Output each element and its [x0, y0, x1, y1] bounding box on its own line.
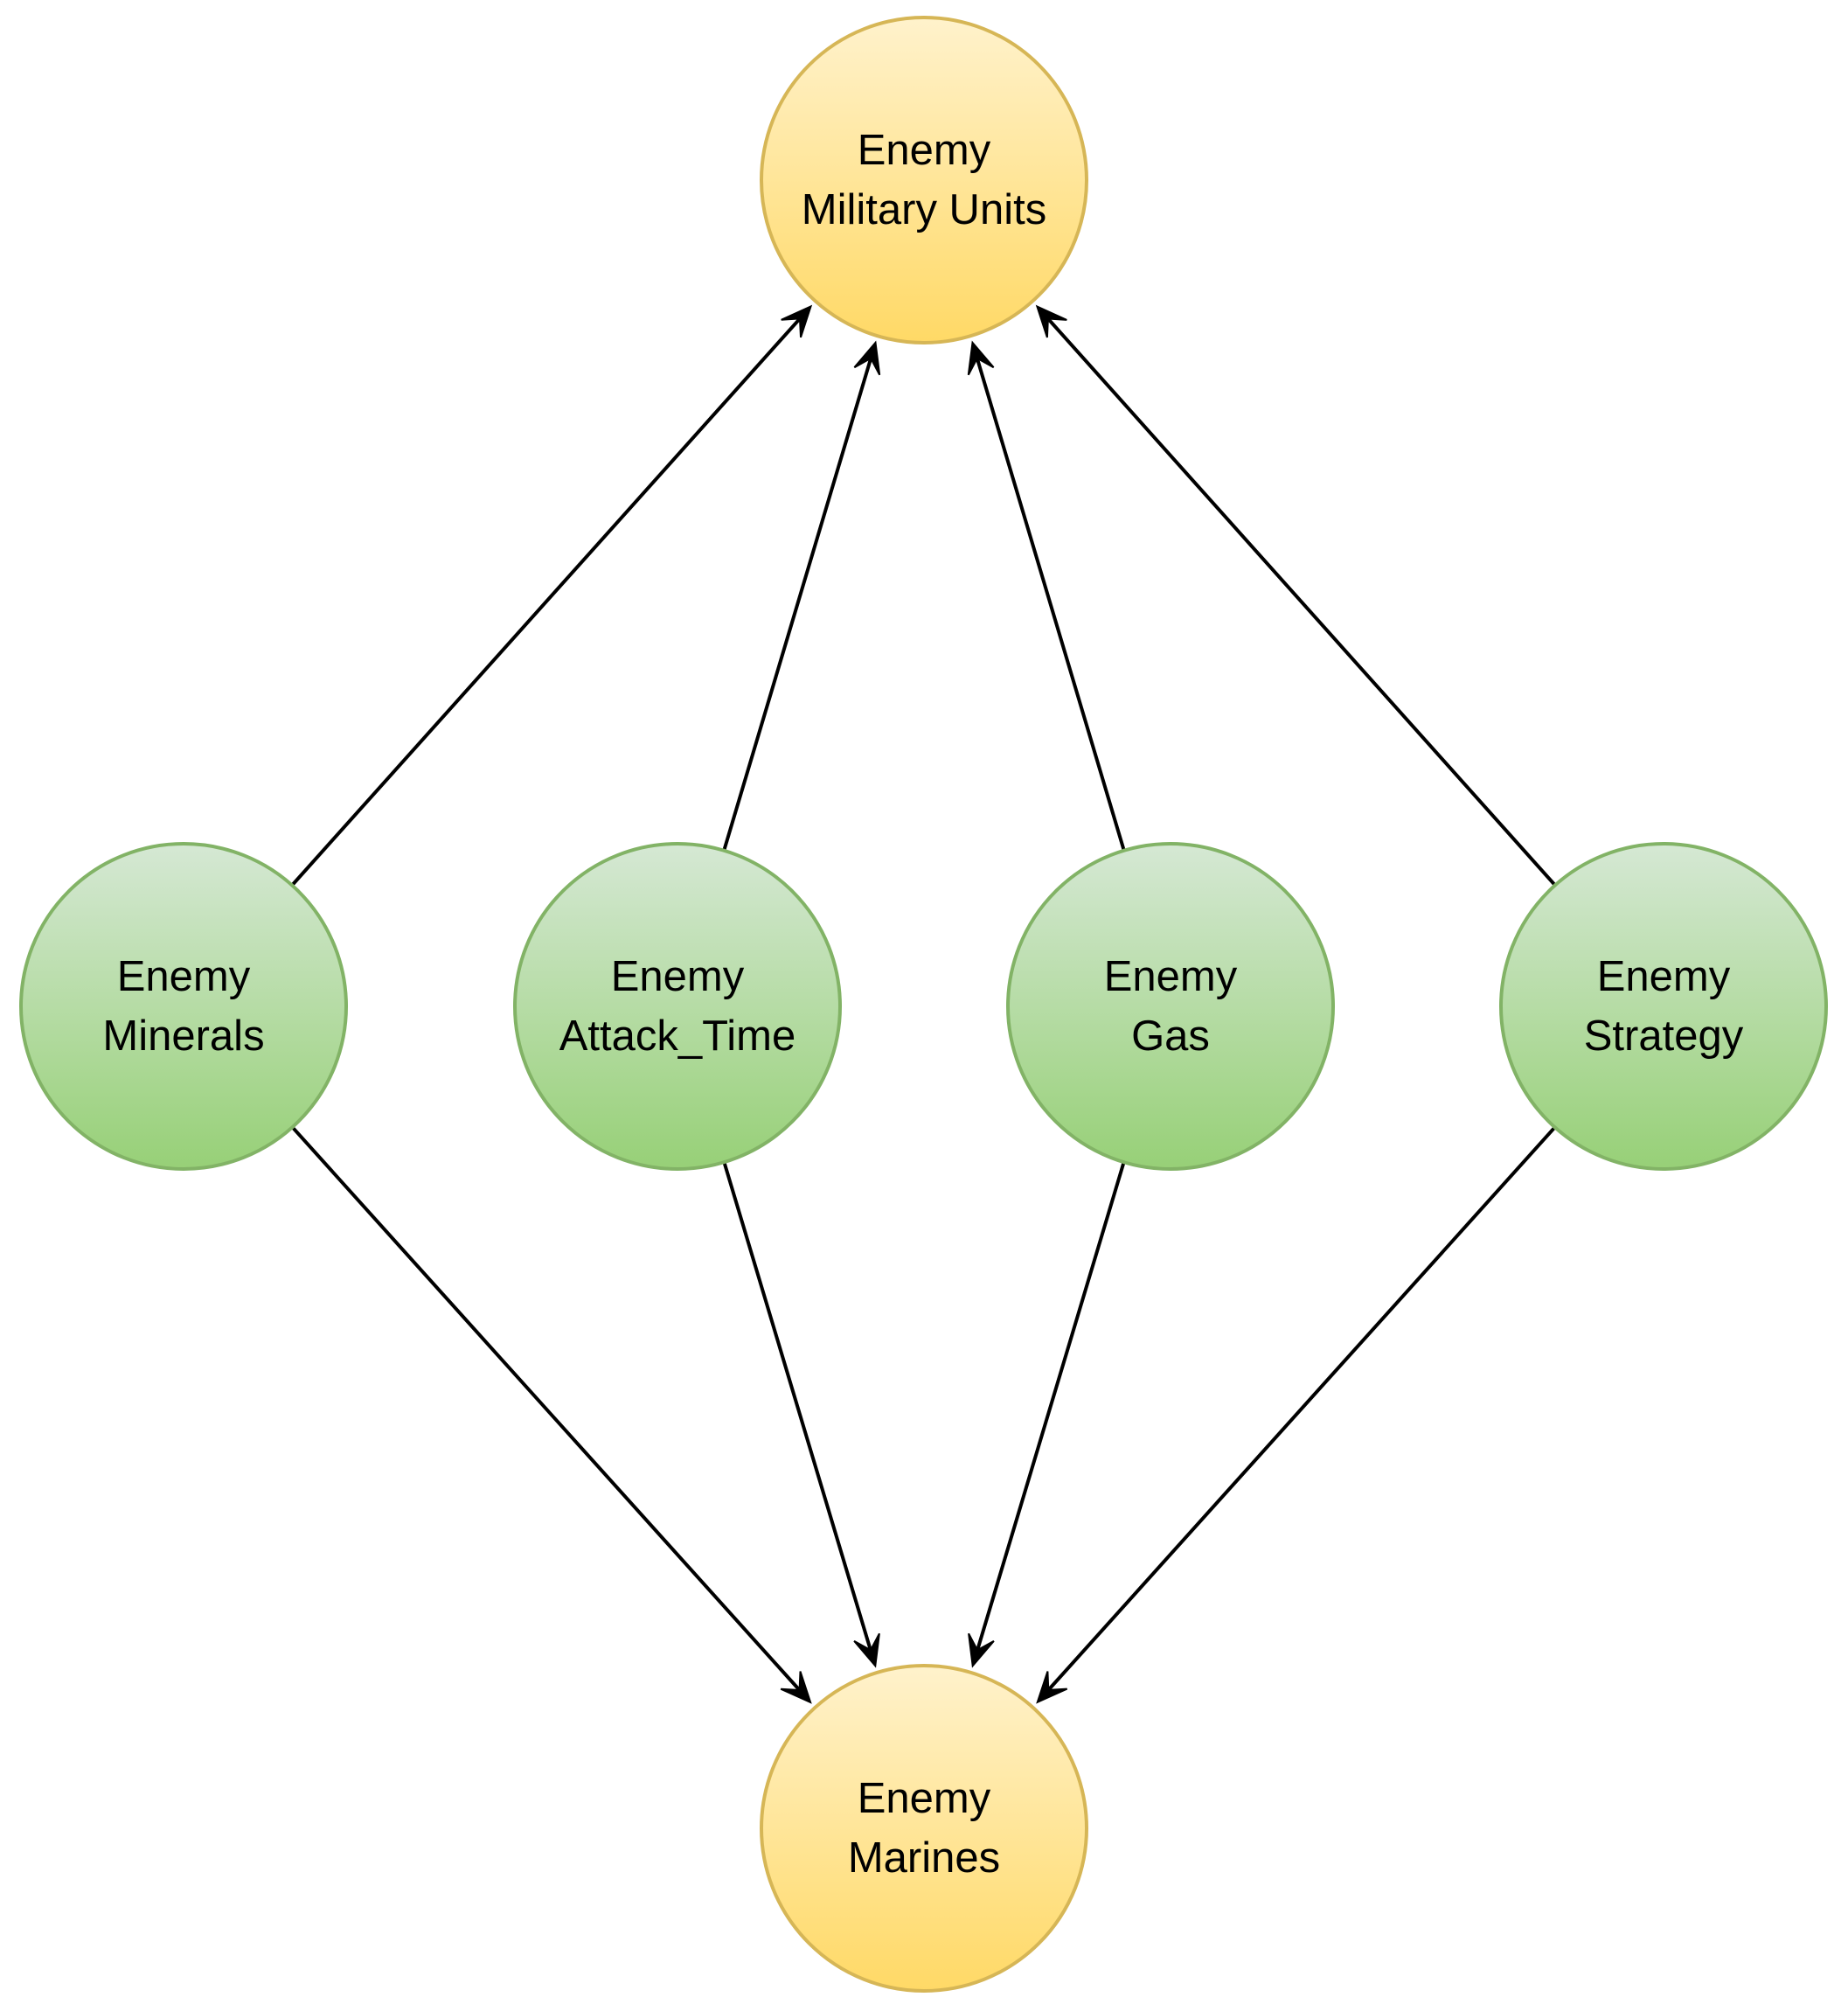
- node-label-top: Enemy: [611, 953, 745, 1000]
- node-label-top: Enemy: [1597, 953, 1731, 1000]
- node-circle[interactable]: [513, 842, 842, 1171]
- node-label-bottom: Minerals: [102, 1012, 264, 1060]
- node-circle[interactable]: [760, 16, 1088, 344]
- edge-line: [1046, 317, 1557, 887]
- edge-line: [290, 317, 802, 887]
- arrowhead: [853, 340, 881, 376]
- node-label-top: Enemy: [858, 127, 991, 174]
- node-circle[interactable]: [1006, 842, 1335, 1171]
- node-label-bottom: Gas: [1131, 1012, 1210, 1060]
- node-label-top: Enemy: [858, 1775, 991, 1822]
- edge-attack_time-to-marines: [722, 1161, 880, 1668]
- edge-line: [976, 1161, 1126, 1651]
- edge-attack_time-to-military: [722, 340, 881, 852]
- arrowhead: [1035, 304, 1067, 338]
- edge-minerals-to-military: [290, 304, 813, 887]
- arrowhead: [853, 1632, 880, 1668]
- edge-strategy-to-marines: [1036, 1125, 1557, 1704]
- node-label-top: Enemy: [117, 953, 251, 1000]
- node-label-bottom: Strategy: [1584, 1012, 1744, 1060]
- edge-line: [1046, 1125, 1557, 1692]
- arrowhead: [967, 340, 995, 376]
- arrowhead: [968, 1632, 995, 1668]
- edge-strategy-to-military: [1035, 304, 1557, 887]
- edge-line: [722, 1161, 872, 1651]
- edge-gas-to-military: [967, 340, 1126, 852]
- edge-gas-to-marines: [968, 1161, 1126, 1668]
- edge-minerals-to-marines: [291, 1125, 812, 1704]
- node-label-top: Enemy: [1104, 953, 1238, 1000]
- node-label-bottom: Marines: [848, 1834, 1000, 1882]
- edge-line: [291, 1125, 802, 1692]
- node-circle[interactable]: [19, 842, 348, 1171]
- edges: [290, 304, 1557, 1704]
- arrowhead: [781, 304, 813, 338]
- edge-line: [975, 358, 1126, 852]
- node-label-bottom: Military Units: [802, 186, 1046, 233]
- arrowhead: [780, 1671, 812, 1704]
- arrowhead: [1036, 1671, 1068, 1704]
- edge-line: [722, 358, 873, 852]
- node-circle[interactable]: [760, 1664, 1088, 1993]
- node-label-bottom: Attack_Time: [559, 1012, 795, 1060]
- node-circle[interactable]: [1499, 842, 1828, 1171]
